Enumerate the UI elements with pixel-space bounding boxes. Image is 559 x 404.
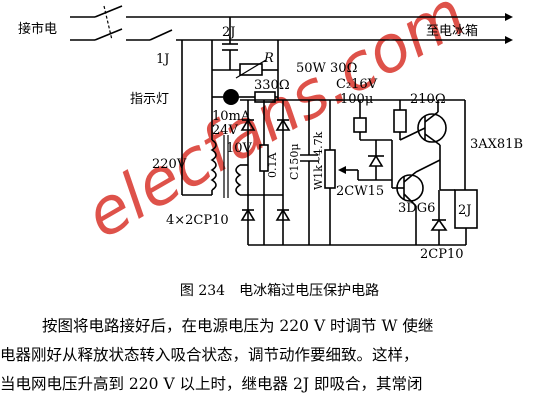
label-2cp10: 2CP10 xyxy=(420,247,464,262)
label-24v: 24V xyxy=(212,123,239,138)
label-to-fridge: 至电冰箱 xyxy=(426,23,478,39)
capacitor-c2 xyxy=(353,117,367,133)
switch-1j xyxy=(149,29,173,41)
label-210: 210Ω xyxy=(410,92,446,107)
label-r: R xyxy=(263,51,274,66)
body-line: 电器刚好从释放状态转入吸合状态，调节动作要细致。这样， xyxy=(0,346,419,364)
potentiometer-w xyxy=(324,149,336,189)
circuit-diagram: elecfans.com xyxy=(18,0,523,262)
label-2cw15: 2CW15 xyxy=(336,184,384,199)
label-supply: 接市电 xyxy=(18,21,57,37)
label-c2: C₂16V xyxy=(336,77,378,92)
transistor-3ax81b xyxy=(417,113,447,143)
diode-2cp10 xyxy=(430,218,448,231)
main-switch-blade-2 xyxy=(94,28,123,41)
label-3ax81b: 3AX81B xyxy=(470,137,523,152)
label-r-rating: 50W 30Ω xyxy=(296,61,357,76)
label-10ma: 10mA xyxy=(212,109,251,124)
label-cap-150: C150μ xyxy=(288,143,301,180)
transformer-secondary xyxy=(235,164,242,196)
label-indicator: 指示灯 xyxy=(130,92,169,107)
main-switch-blade-1 xyxy=(94,5,123,18)
diode-4 xyxy=(275,208,291,221)
diode-3 xyxy=(240,208,256,221)
body-line: 当电网电压升高到 220 V 以上时，继电器 2J 即吸合，其常闭 xyxy=(0,375,423,393)
label-3dg6: 3DG6 xyxy=(398,201,435,216)
label-pot: W1k~4.7k xyxy=(312,131,325,190)
label-10v: 10V xyxy=(226,141,253,156)
diode-2 xyxy=(275,118,291,131)
transformer-primary xyxy=(210,139,217,191)
body-line: 按图将电路接好后，在电源电压为 220 V 时调节 W 使继 xyxy=(42,317,434,335)
diode-1 xyxy=(240,118,256,131)
label-220v: 220V xyxy=(152,157,187,172)
label-fuse: 0.1A xyxy=(266,152,279,178)
zener-2cw15 xyxy=(368,154,384,167)
body-text: 按图将电路接好后，在电源电压为 220 V 时调节 W 使继 电器刚好从释放状态… xyxy=(0,312,559,399)
label-2j-relay: 2J xyxy=(458,203,471,218)
label-bridge: 4×2CP10 xyxy=(166,213,229,228)
label-2j-contact: 2J xyxy=(222,25,235,40)
resistor-210 xyxy=(393,109,407,133)
label-c2-value: 100μ xyxy=(340,92,373,107)
label-1j: 1J xyxy=(156,52,169,67)
indicator-lamp xyxy=(223,89,239,105)
figure-caption: 图 234 电冰箱过电压保护电路 xyxy=(179,283,380,299)
label-330: 330Ω xyxy=(254,78,290,93)
